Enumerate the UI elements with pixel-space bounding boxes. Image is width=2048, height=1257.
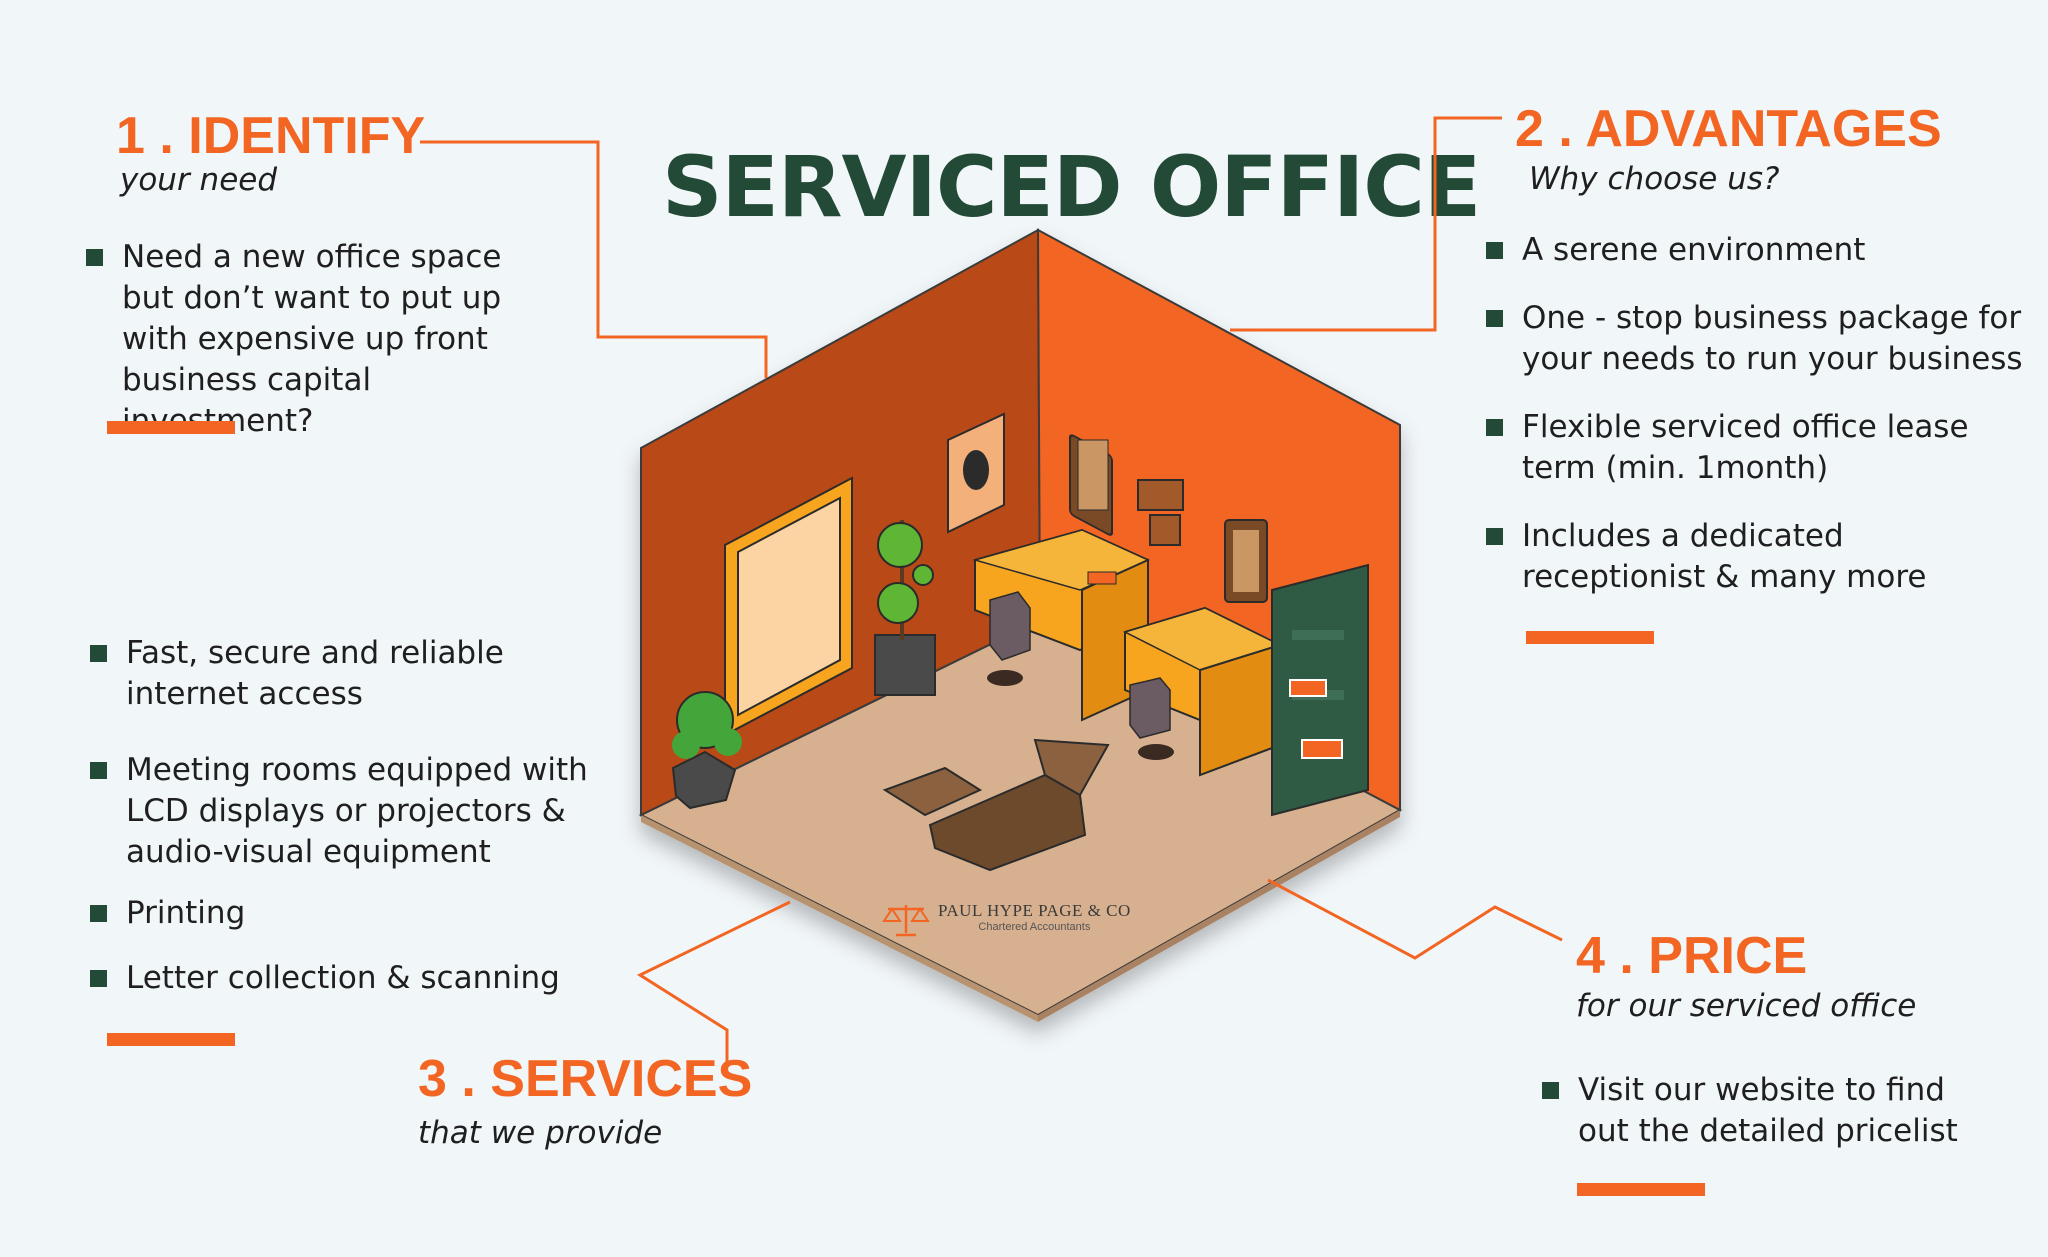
section-advantages: 2 . ADVANTAGES Why choose us? [1515, 103, 1942, 197]
logo-tagline: Chartered Accountants [978, 921, 1091, 933]
list-item: Printing [90, 893, 590, 934]
list-item: Fast, secure and reliable internet acces… [90, 633, 526, 715]
logo-name: PAUL HYPE PAGE & CO [938, 901, 1131, 920]
list-item: Visit our website to find out the detail… [1542, 1070, 1982, 1152]
services-list: Fast, secure and reliable internet acces… [90, 633, 590, 999]
services-heading: 3 . SERVICES [418, 1050, 753, 1108]
price-list: Visit our website to find out the detail… [1542, 1070, 1982, 1152]
list-item: Letter collection & scanning [90, 958, 590, 999]
advantages-subheading: Why choose us? [1529, 161, 1780, 197]
price-heading: 4 . PRICE [1576, 927, 1808, 985]
list-item: One - stop business package for your nee… [1486, 298, 2041, 380]
identify-subheading: your need [120, 162, 278, 198]
price-subheading: for our serviced office [1576, 988, 1917, 1024]
advantages-heading: 2 . ADVANTAGES [1515, 100, 1942, 158]
scales-of-justice-icon [882, 905, 930, 937]
list-item: Meeting rooms equipped with LCD displays… [90, 750, 590, 873]
section-services: 3 . SERVICES that we provide [418, 1053, 752, 1151]
list-item: Flexible serviced office lease term (min… [1486, 407, 1982, 489]
identify-heading: 1 . IDENTIFY [116, 107, 426, 165]
section-identify: 1 . IDENTIFY your need [116, 110, 425, 198]
list-item: Includes a dedicated receptionist & many… [1486, 516, 1982, 598]
page-title: SERVICED OFFICE [662, 138, 1481, 236]
section-divider [107, 1033, 235, 1046]
section-divider [1526, 631, 1654, 644]
list-item: A serene environment [1486, 230, 2041, 271]
section-price: 4 . PRICE for our serviced office [1576, 930, 1916, 1024]
section-divider [1577, 1183, 1705, 1196]
services-subheading: that we provide [418, 1115, 663, 1151]
list-item: Need a new office space but don’t want t… [86, 237, 556, 442]
company-logo: PAUL HYPE PAGE & CO Chartered Accountant… [882, 901, 1131, 939]
identify-list: Need a new office space but don’t want t… [86, 237, 556, 442]
advantages-list: A serene environment One - stop business… [1486, 230, 2041, 598]
section-divider [107, 421, 235, 434]
